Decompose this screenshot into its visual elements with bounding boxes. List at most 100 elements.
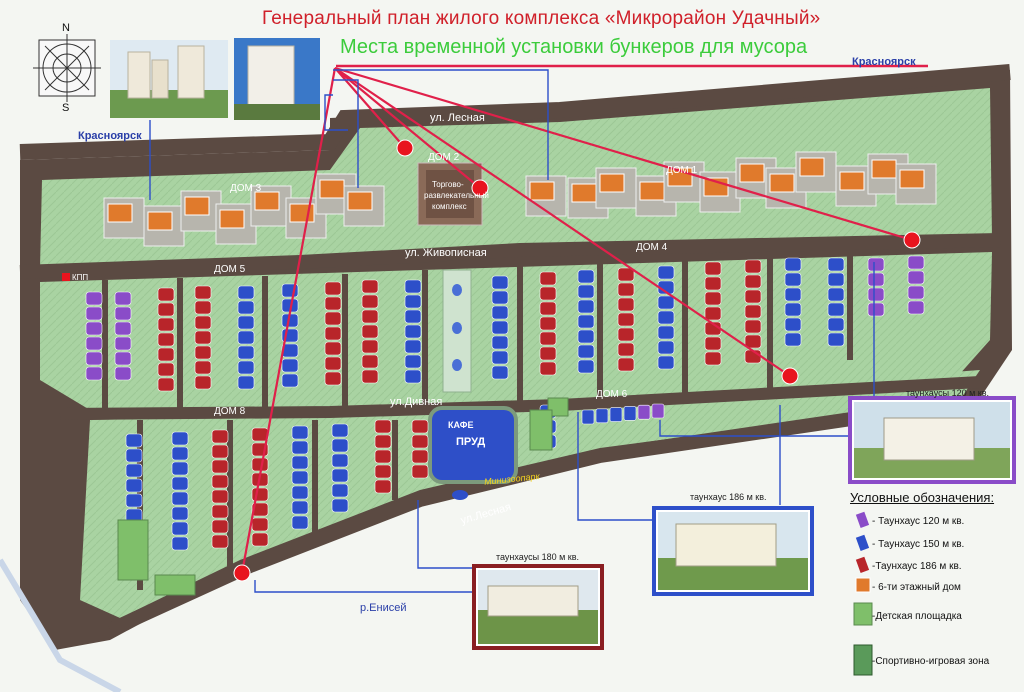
page-subtitle: Места временной установки бункеров для м…	[340, 36, 808, 58]
townhouse-row	[281, 283, 299, 388]
six-storey-building	[343, 185, 385, 227]
townhouse-unit	[609, 407, 623, 422]
page-title: Генеральный план жилого комплекса «Микро…	[262, 8, 821, 29]
six-storey-building	[595, 167, 637, 209]
street-zhivopisnaya: ул. Живописная	[405, 247, 487, 259]
street-divnaya: ул.Дивная	[390, 396, 443, 408]
six-storey-building	[143, 205, 185, 247]
townhouse-row	[491, 275, 509, 380]
bin-location-marker-icon	[903, 231, 921, 249]
house-label-3: ДОМ 3	[230, 183, 262, 194]
legend-title: Условные обозначения:	[850, 490, 995, 505]
townhouse-unit	[623, 406, 637, 421]
legend-label: - Таунхаус 150 м кв.	[872, 539, 965, 550]
townhouse-row	[211, 429, 229, 549]
legend-item-120: - Таунхаус 120 м кв.	[850, 512, 1022, 534]
house-label-5: ДОМ 5	[214, 264, 246, 275]
townhouse-unit	[651, 403, 665, 419]
road-zhivopisnaya	[19, 233, 1001, 279]
bin-location-marker-icon	[233, 564, 251, 582]
six-storey-building	[525, 175, 567, 217]
legend-label: -Таунхаус 186 м кв.	[872, 561, 962, 572]
city-label-top: Красноярск	[852, 56, 916, 68]
townhouse-unit	[581, 409, 595, 425]
legend-label: -Детская площадка	[872, 611, 962, 622]
townhouse-row	[907, 255, 925, 315]
compass-south-label: S	[62, 102, 70, 114]
townhouse-row	[324, 281, 342, 386]
photo-caption-120: таунхаусы 120 м кв.	[906, 388, 989, 398]
townhouse-row	[404, 279, 422, 384]
city-label-left: Красноярск	[78, 130, 142, 142]
pointer-line	[334, 67, 406, 149]
six-storey-building	[895, 163, 937, 205]
townhouse-row	[331, 423, 349, 513]
townhouse-row	[657, 265, 675, 370]
pointer-line	[334, 67, 481, 189]
internal-roads	[102, 254, 853, 590]
townhouse-row	[744, 259, 762, 364]
townhouse-row	[157, 287, 175, 392]
townhouse-row	[171, 431, 189, 551]
house-label-4: ДОМ 4	[636, 242, 668, 253]
townhouse-row	[577, 269, 595, 374]
cafe-label: КАФЕ	[448, 420, 474, 430]
six-storey-building	[795, 151, 837, 193]
townhouse-row	[237, 285, 255, 390]
townhouse-row	[114, 291, 132, 381]
six-storey-building	[250, 185, 292, 227]
photo-caption-186: таунхаус 186 м кв.	[690, 492, 767, 502]
townhouse-row	[704, 261, 722, 366]
legend-item-186: -Таунхаус 186 м кв.	[850, 557, 1022, 579]
legend-label: - Таунхаус 120 м кв.	[872, 516, 965, 527]
bin-location-marker-icon	[781, 367, 799, 385]
bin-markers	[233, 139, 921, 582]
pointer-lines	[240, 66, 913, 574]
six-storey-building	[180, 190, 222, 232]
playgrounds	[117, 397, 569, 596]
six-storey-building	[103, 197, 145, 239]
compass-north-label: N	[62, 22, 70, 34]
street-lesnaya-top: ул. Лесная	[430, 112, 485, 124]
townhouse-row	[85, 291, 103, 381]
kpp-label: КПП	[72, 273, 89, 282]
townhouse-row	[374, 419, 392, 494]
six-storey-buildings	[103, 151, 937, 247]
townhouse-unit	[595, 408, 609, 424]
photo-townhouse-186	[652, 506, 814, 596]
mall-label-2: развлекательный	[424, 191, 489, 200]
legend-label: - 6-ти этажный дом	[872, 582, 961, 593]
photo-townhouse-180	[472, 564, 604, 650]
legend-item-6storey: - 6-ти этажный дом	[850, 578, 1022, 600]
legend-item-150: - Таунхаус 150 м кв.	[850, 535, 1022, 557]
six-storey-building	[215, 203, 257, 245]
bin-location-marker-icon	[396, 139, 414, 157]
bin-location-marker-icon	[471, 179, 489, 197]
townhouse-unit	[637, 404, 651, 420]
townhouse-row	[617, 267, 635, 372]
townhouse-row	[784, 257, 802, 347]
legend-item-sport: -Спортивно-игровая зона	[850, 652, 1022, 674]
townhouse-row	[361, 279, 379, 384]
legend-item-playground: -Детская площадка	[850, 607, 1022, 629]
kpp-icon	[62, 273, 70, 281]
fountains	[452, 284, 462, 371]
legend-symbols	[853, 511, 873, 676]
photo-caption-180: таунхаусы 180 м кв.	[496, 552, 579, 562]
townhouse-row	[194, 285, 212, 390]
townhouse-row	[539, 271, 557, 376]
pointer-line	[240, 67, 337, 574]
pond	[428, 406, 518, 484]
house-label-1: ДОМ 1	[666, 165, 698, 176]
photo-building-1	[110, 40, 228, 118]
photo-building-2	[234, 38, 320, 120]
river-bank	[0, 558, 122, 692]
pointer-line	[334, 67, 791, 377]
mall-label-1: Торгово-	[432, 180, 464, 189]
townhouse-row	[411, 419, 429, 479]
pointer-line	[334, 66, 913, 242]
pond-label: ПРУД	[456, 436, 486, 448]
photo-townhouse-120	[848, 396, 1016, 484]
